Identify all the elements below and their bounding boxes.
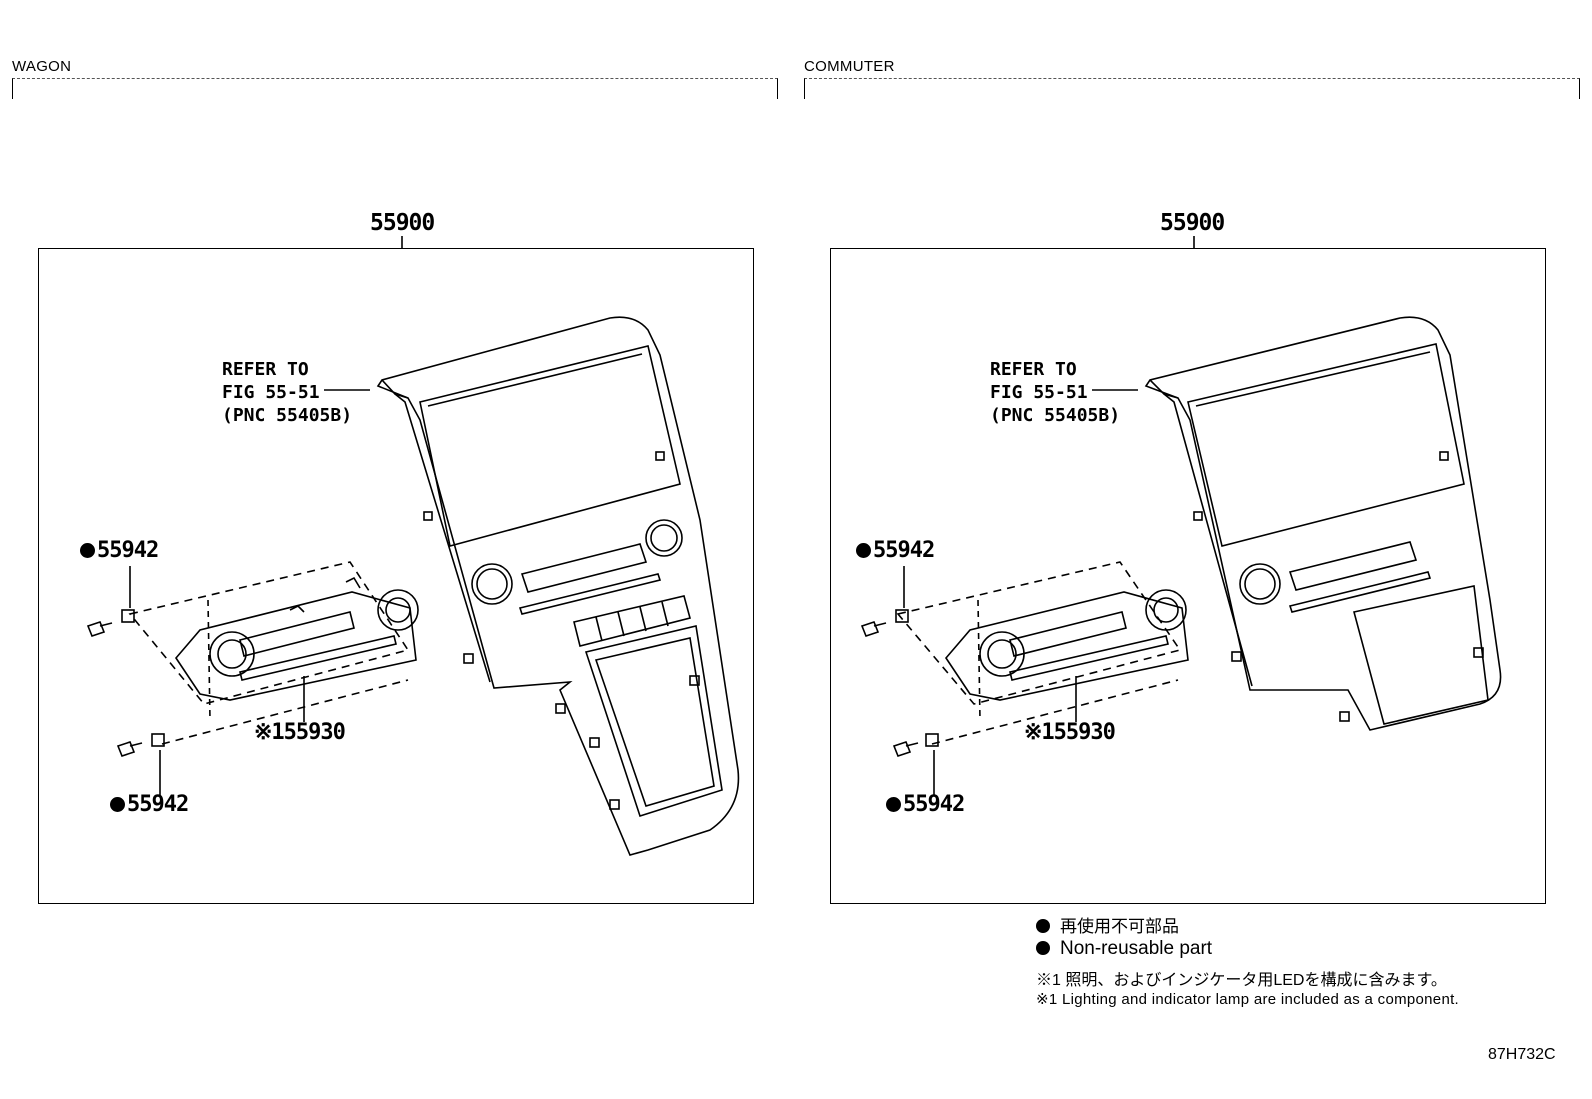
commuter-bezel-illustration bbox=[1144, 316, 1502, 731]
section-bracket-commuter bbox=[804, 78, 1580, 99]
section-label-wagon: WAGON bbox=[12, 58, 72, 75]
commuter-clip-icon bbox=[895, 609, 939, 747]
wagon-clip-icon bbox=[121, 609, 165, 747]
commuter-diagram-frame bbox=[830, 248, 1546, 904]
legend-non-reusable-jp: 再使用不可部品 bbox=[1036, 912, 1179, 937]
legend-note1-jp: ※1 照明、およびインジケータ用LEDを構成に含みます。 bbox=[1036, 972, 1447, 989]
commuter-bolt-icon bbox=[860, 621, 919, 757]
wagon-screw-pn-bottom: 55942 bbox=[110, 792, 189, 817]
commuter-screw-pn-top: 55942 bbox=[856, 538, 935, 563]
non-reusable-dot-icon bbox=[856, 543, 871, 558]
wagon-assembly-part-number: 55900 bbox=[370, 210, 435, 236]
commuter-assembly-part-number: 55900 bbox=[1160, 210, 1225, 236]
non-reusable-dot-icon bbox=[110, 797, 125, 812]
wagon-diagram-frame bbox=[38, 248, 754, 904]
section-label-commuter: COMMUTER bbox=[804, 58, 895, 75]
wagon-bezel-illustration bbox=[376, 316, 740, 856]
figure-reference-code: 87H732C bbox=[1488, 1046, 1556, 1063]
wagon-bolt-icon bbox=[86, 621, 143, 757]
non-reusable-dot-icon bbox=[80, 543, 95, 558]
legend-non-reusable-en: Non-reusable part bbox=[1036, 938, 1212, 960]
section-bracket-wagon bbox=[12, 78, 778, 99]
non-reusable-dot-icon bbox=[886, 797, 901, 812]
commuter-control-pn: ※155930 bbox=[1024, 720, 1116, 745]
commuter-screw-pn-bottom: 55942 bbox=[886, 792, 965, 817]
non-reusable-dot-icon bbox=[1036, 941, 1050, 955]
commuter-climate-control-illustration bbox=[896, 561, 1189, 745]
legend-note1-en: ※1 Lighting and indicator lamp are inclu… bbox=[1036, 991, 1460, 1008]
wagon-climate-control-illustration bbox=[128, 561, 419, 745]
wagon-control-pn: ※155930 bbox=[254, 720, 346, 745]
wagon-screw-pn-top: 55942 bbox=[80, 538, 159, 563]
non-reusable-dot-icon bbox=[1036, 919, 1050, 933]
